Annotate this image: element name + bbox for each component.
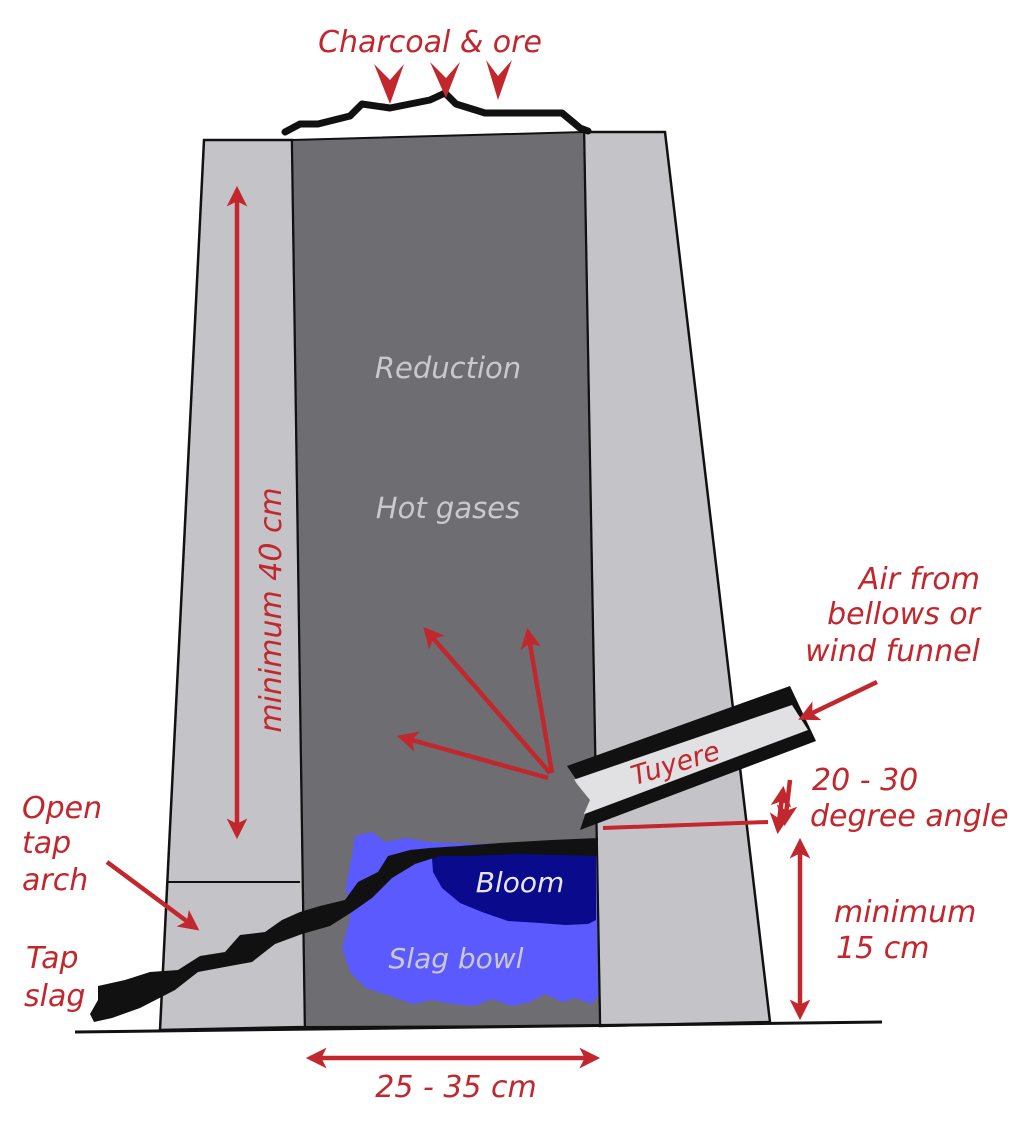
charge-arrow-1	[374, 64, 404, 104]
bloom	[432, 850, 596, 925]
hot-gas-arrows	[397, 626, 555, 781]
air-label-line-2: bellows or	[827, 597, 982, 632]
angle-indicator	[602, 779, 798, 835]
slag-bowl-label: Slag bowl	[389, 942, 524, 975]
bloom-label: Bloom	[476, 866, 565, 899]
tap-slag-label-line-2: slag	[24, 979, 85, 1014]
open-tap-label-line-1: Open	[22, 791, 102, 826]
charge-arrow-3	[486, 60, 512, 100]
min-15-label-line-2: 15 cm	[836, 931, 929, 966]
ground-line	[74, 1020, 883, 1034]
tap-slag-flow	[90, 838, 598, 1022]
angle-reference-line	[602, 820, 769, 830]
open-tap-arrow	[105, 860, 200, 931]
charge-arrow-2	[430, 62, 460, 98]
reduction-label: Reduction	[375, 351, 521, 385]
air-label-line-1: Air from	[857, 562, 980, 597]
min-40-label: minimum 40 cm	[254, 487, 289, 732]
tap-slag-label-line-1: Tap	[26, 941, 79, 976]
air-arrow	[798, 679, 878, 721]
angle-label-line-1: 20 - 30	[812, 763, 918, 798]
charcoal-ore-label: Charcoal & ore	[318, 25, 542, 60]
open-tap-label-line-2: tap	[22, 826, 71, 861]
tuyere-pipe	[546, 686, 816, 830]
charge-top-mound	[281, 89, 592, 136]
open-tap-label-line-3: arch	[22, 863, 88, 898]
width-label: 25 - 35 cm	[375, 1070, 537, 1105]
air-label-line-3: wind funnel	[805, 634, 981, 669]
min-15-label-line-1: minimum	[834, 895, 976, 930]
right-wall	[582, 130, 772, 1028]
charge-arrows	[374, 60, 512, 104]
angle-label-line-2: degree angle	[810, 799, 1009, 834]
hot-gases-label: Hot gases	[376, 491, 520, 525]
